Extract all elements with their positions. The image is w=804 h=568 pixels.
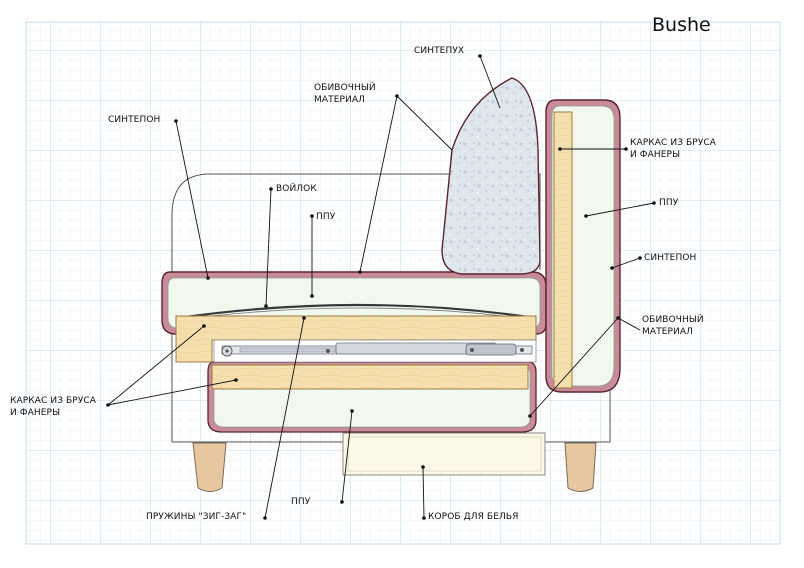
label-frame-right-line2: И ФАНЕРЫ — [630, 150, 681, 160]
label-ppu-bottom: ППУ — [291, 497, 311, 507]
label-ppu-right: ППУ — [659, 198, 679, 208]
label-upholstery-top-line1: ОБИВОЧНЫЙ — [314, 83, 376, 93]
linen-box — [342, 432, 546, 476]
right-leg — [564, 442, 597, 492]
label-linen-box: КОРОБ ДЛЯ БЕЛЬЯ — [428, 512, 519, 522]
label-frame-right-line1: КАРКАС ИЗ БРУСА — [630, 138, 717, 148]
backrest-wood-frame — [553, 111, 573, 389]
brand-logo-text: Bushe — [652, 14, 711, 36]
label-frame-left-line1: КАРКАС ИЗ БРУСА — [10, 396, 97, 406]
back-cushion-sintepukh — [441, 77, 541, 275]
label-frame-left-line2: И ФАНЕРЫ — [10, 408, 61, 418]
seat-wood-frame — [175, 315, 537, 363]
label-voylok: ВОЙЛОК — [276, 184, 317, 194]
felt-layer — [177, 303, 537, 320]
label-upholstery-right-line1: ОБИВОЧНЫЙ — [642, 315, 704, 325]
label-upholstery-top-line2: МАТЕРИАЛ — [314, 95, 365, 105]
label-sintepukh: СИНТЕПУХ — [414, 46, 465, 56]
label-sintepon-right: СИНТЕПОН — [644, 253, 697, 263]
label-upholstery-right-line2: МАТЕРИАЛ — [642, 327, 693, 337]
label-ppu-center: ППУ — [316, 212, 336, 222]
label-sintepon-left: СИНТЕПОН — [108, 115, 161, 125]
left-leg — [192, 442, 227, 492]
label-zigzag-springs: ПРУЖИНЫ "ЗИГ-ЗАГ" — [146, 512, 247, 522]
lower-wood-beam — [211, 364, 529, 390]
